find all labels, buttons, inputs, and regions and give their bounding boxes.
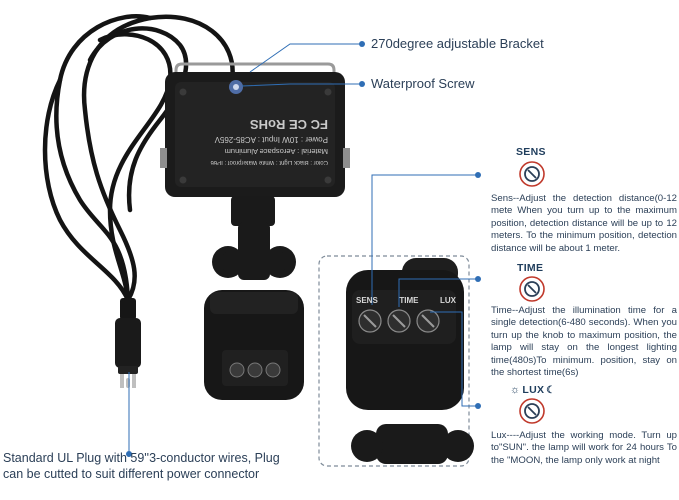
- sun-icon: ☼: [510, 384, 521, 396]
- sens-description: Sens--Adjust the detection distance(0-12…: [491, 193, 677, 254]
- screw-callout: Waterproof Screw: [371, 76, 475, 91]
- ul-plug: [115, 298, 141, 388]
- sens-knob-icon: [519, 161, 545, 187]
- moon-icon: ☾: [546, 384, 556, 396]
- leader-lines: [128, 43, 478, 454]
- panel-knob-labels: SENS TIME LUX: [356, 296, 456, 305]
- panel-label-sens: SENS: [356, 296, 378, 305]
- panel-label-time: TIME: [399, 296, 419, 305]
- plate-certs: FC CE RoHS: [250, 117, 328, 132]
- lux-title: ☼ LUX ☾: [510, 384, 556, 396]
- time-title: TIME: [517, 262, 544, 274]
- plate-power-line: Power : 10W Input : AC85-265V: [214, 135, 328, 144]
- lux-title-text: LUX: [522, 384, 545, 396]
- panel-label-lux: LUX: [440, 296, 456, 305]
- swivel-arm: [212, 196, 296, 280]
- time-knob-icon: [519, 276, 545, 302]
- lux-description: Lux----Adjust the working mode. Turn up …: [491, 430, 677, 466]
- zoomed-sensor: [346, 258, 474, 464]
- plate-material-line: Material : Aerospace Aluminum: [224, 147, 328, 156]
- time-description: Time--Adjust the illumination time for a…: [491, 305, 677, 379]
- bracket: [174, 62, 336, 92]
- housing-plate-text: Color : Black Light : White Waterproof :…: [182, 95, 329, 165]
- small-sensor-body: [204, 290, 304, 400]
- light-housing: [160, 72, 350, 197]
- plate-model-line: Color : Black Light : White Waterproof :…: [210, 159, 329, 165]
- bracket-callout: 270degree adjustable Bracket: [371, 36, 544, 51]
- lux-knob-icon: [519, 398, 545, 424]
- plug-caption: Standard UL Plug with 59''3-conductor wi…: [3, 451, 280, 481]
- sens-title: SENS: [516, 146, 546, 158]
